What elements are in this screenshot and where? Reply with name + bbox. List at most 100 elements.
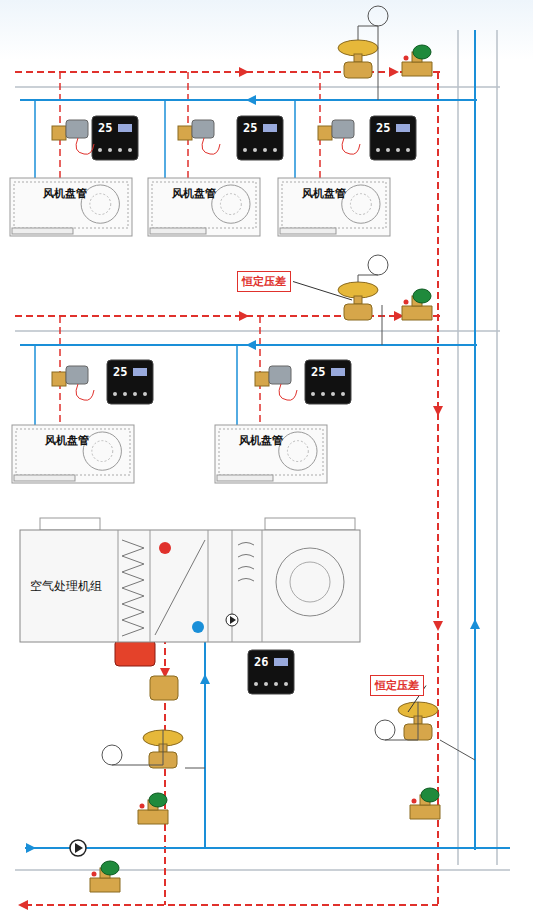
thermostat-icon: [118, 124, 132, 132]
thermostat-button: [123, 392, 127, 396]
thermostat-button: [128, 148, 132, 152]
valve-body: [138, 810, 168, 824]
thermostat-button: [376, 148, 380, 152]
drain-tray: [217, 475, 273, 481]
pipe-line: [25, 904, 438, 906]
flow-arrow: [389, 67, 399, 77]
valve-body: [344, 304, 372, 320]
handwheel: [413, 45, 431, 59]
pipe-line: [15, 330, 500, 332]
fan-scroll: [279, 432, 317, 470]
ahu-section: [150, 530, 151, 642]
fan-coil-unit: 风机盘管: [148, 178, 260, 236]
node-label: 风机盘管: [43, 186, 87, 201]
pipe-dot: [192, 621, 204, 633]
thermostat-reading: 26: [254, 655, 268, 669]
flow-arrow: [239, 67, 249, 77]
pump-symbol: [230, 616, 236, 624]
thermostat-icon: [396, 124, 410, 132]
valve-actuator: [66, 366, 88, 384]
fan-scroll: [212, 185, 250, 223]
valve-body: [318, 126, 332, 140]
handwheel: [421, 788, 439, 802]
capillary-loop: [368, 6, 388, 26]
thermostat-button: [321, 392, 325, 396]
thermostat-button: [118, 148, 122, 152]
pump-symbol: [70, 840, 86, 856]
thermostat-panel: [370, 116, 416, 160]
thermostat-icon: [133, 368, 147, 376]
pump-symbol: [226, 614, 238, 626]
node-label: 风机盘管: [45, 433, 89, 448]
flow-arrow: [246, 340, 256, 350]
fan-wheel: [290, 562, 330, 602]
node-label: 风机盘管: [172, 186, 216, 201]
fan-wheel: [90, 194, 111, 215]
pipe-line: [15, 71, 440, 73]
thermostat-icon: [263, 124, 277, 132]
fan-coil-unit: 风机盘管: [278, 178, 390, 236]
valve-body: [178, 126, 192, 140]
test-port: [404, 300, 409, 305]
flow-arrow: [18, 900, 28, 910]
fan-coil-unit: 风机盘管: [10, 178, 132, 236]
node-label: 恒定压差: [242, 275, 286, 288]
valve-body: [52, 126, 66, 140]
capillary-tube: [378, 26, 379, 100]
thermostat-panel: [107, 360, 153, 404]
thermostat-button: [113, 392, 117, 396]
capillary-tube: [440, 740, 475, 760]
flow-arrow: [433, 406, 443, 416]
ahu-casing: [20, 530, 360, 642]
thermostat-icon: [331, 368, 345, 376]
valve-body: [402, 306, 432, 320]
pipe-line: [437, 72, 439, 905]
fan-coil-unit: 风机盘管: [12, 425, 134, 483]
signal-wire: [76, 384, 94, 400]
thermostat-button: [264, 682, 268, 686]
fan-coil-casing: [12, 425, 134, 483]
fan-coil-inner: [14, 182, 128, 228]
thermostat-button: [331, 392, 335, 396]
fan-wheel: [92, 441, 113, 462]
valve-body: [90, 878, 120, 892]
test-port: [412, 799, 417, 804]
thermostat-panel: [305, 360, 351, 404]
handwheel: [413, 289, 431, 303]
node-label: 风机盘管: [239, 433, 283, 448]
fan-coil-inner: [282, 182, 386, 228]
thermostat-button: [311, 392, 315, 396]
pipe-line: [15, 315, 440, 317]
thermostat-panel: [92, 116, 138, 160]
valve-actuator: [269, 366, 291, 384]
flow-arrow: [239, 311, 249, 321]
humidifier-nozzle: [238, 543, 254, 546]
valve-body: [255, 372, 269, 386]
capillary-tube: [112, 730, 163, 765]
air-handling-unit: 空气处理机组: [20, 530, 360, 642]
signal-wire: [279, 384, 297, 400]
thermostat-reading: 25: [98, 121, 112, 135]
node-label: 空气处理机组: [30, 578, 102, 595]
ahu-section: [262, 530, 263, 642]
valve-body: [344, 62, 372, 78]
filter-pleats: [122, 540, 144, 636]
thermostat-panel: [248, 650, 294, 694]
flow-arrow: [26, 843, 36, 853]
capillary-loop: [375, 720, 395, 740]
thermostat-button: [273, 148, 277, 152]
test-port: [404, 56, 409, 61]
fan-scroll: [342, 185, 380, 223]
pipe-dot: [159, 542, 171, 554]
valve-actuator: [192, 120, 214, 138]
flow-arrow: [470, 619, 480, 629]
cooling-coil: [155, 540, 205, 635]
fan-wheel: [220, 194, 241, 215]
flow-arrow: [433, 621, 443, 631]
valve-actuator: [115, 640, 155, 666]
thermostat-panel: [237, 116, 283, 160]
flow-arrow: [200, 674, 210, 684]
valve-body: [150, 676, 178, 700]
